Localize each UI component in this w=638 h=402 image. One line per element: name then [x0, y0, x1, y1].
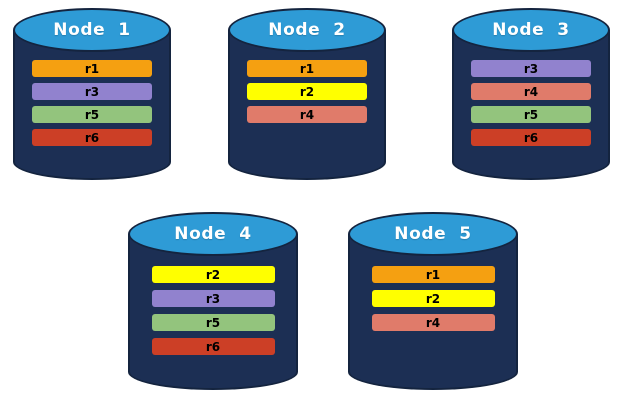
- shard-bar-r4[interactable]: r4: [371, 314, 495, 331]
- shard-bar-r2[interactable]: r2: [247, 83, 367, 100]
- node-label: Node 2: [268, 20, 346, 40]
- shard-bar-r5[interactable]: r5: [151, 314, 275, 331]
- cylinder-top-icon: [228, 8, 386, 52]
- shard-list: r2 r3 r5 r6: [128, 266, 298, 355]
- cylinder-top-icon: [452, 8, 610, 52]
- shard-list: r1 r3 r5 r6: [13, 60, 171, 146]
- shard-bar-r6[interactable]: r6: [471, 129, 591, 146]
- shard-bar-r5[interactable]: r5: [471, 106, 591, 123]
- node-label: Node 3: [492, 20, 570, 40]
- cylinder-body: [348, 234, 518, 390]
- cylinder-body: [128, 234, 298, 390]
- shard-bar-r1[interactable]: r1: [32, 60, 152, 77]
- node-label: Node 4: [174, 224, 252, 244]
- database-node-2[interactable]: Node 2 r1 r2 r4: [228, 8, 386, 180]
- database-node-3[interactable]: Node 3 r3 r4 r5 r6: [452, 8, 610, 180]
- shard-list: r3 r4 r5 r6: [452, 60, 610, 146]
- cylinder-top-icon: [348, 212, 518, 256]
- cylinder-body: [228, 30, 386, 180]
- database-node-1[interactable]: Node 1 r1 r3 r5 r6: [13, 8, 171, 180]
- database-node-4[interactable]: Node 4 r2 r3 r5 r6: [128, 212, 298, 390]
- node-label: Node 5: [394, 224, 472, 244]
- shard-list: r1 r2 r4: [228, 60, 386, 123]
- cylinder-top-icon: [128, 212, 298, 256]
- cylinder-body: [452, 30, 610, 180]
- shard-bar-r3[interactable]: r3: [151, 290, 275, 307]
- shard-bar-r2[interactable]: r2: [151, 266, 275, 283]
- shard-bar-r5[interactable]: r5: [32, 106, 152, 123]
- shard-bar-r2[interactable]: r2: [371, 290, 495, 307]
- shard-bar-r4[interactable]: r4: [471, 83, 591, 100]
- shard-bar-r3[interactable]: r3: [471, 60, 591, 77]
- node-label: Node 1: [53, 20, 131, 40]
- shard-bar-r6[interactable]: r6: [32, 129, 152, 146]
- shard-bar-r3[interactable]: r3: [32, 83, 152, 100]
- shard-bar-r4[interactable]: r4: [247, 106, 367, 123]
- cylinder-body: [13, 30, 171, 180]
- shard-list: r1 r2 r4: [348, 266, 518, 331]
- shard-bar-r1[interactable]: r1: [247, 60, 367, 77]
- database-node-5[interactable]: Node 5 r1 r2 r4: [348, 212, 518, 390]
- cylinder-top-icon: [13, 8, 171, 52]
- shard-bar-r1[interactable]: r1: [371, 266, 495, 283]
- shard-bar-r6[interactable]: r6: [151, 338, 275, 355]
